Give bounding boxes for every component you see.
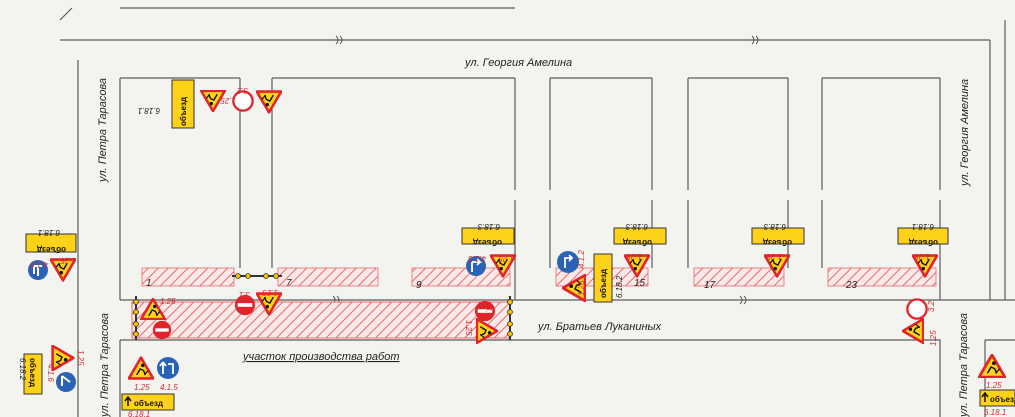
sign-code: 6.18.3 <box>477 222 500 231</box>
building-number: 7 <box>286 278 292 289</box>
sign-group-top-left: объезд 6.18.1 1.25 3.2 <box>138 79 282 129</box>
direction-sign-icon <box>56 372 76 392</box>
detour-sign <box>171 79 195 129</box>
sign-group-building-15: 4.1.2 1.25 объезд 6.18.2 объезд 6.18.3 1… <box>557 222 667 303</box>
sidewalk-zone-23 <box>827 267 937 287</box>
sign-group-building-9: объезд 6.18.3 4.1.3 1.25 <box>461 222 516 278</box>
sign-code: 1.25 <box>766 252 782 261</box>
sign-code: 4.1.6 <box>30 260 48 269</box>
sign-code: 6.18.1 <box>38 228 60 237</box>
sign-code: 6.18.1 <box>138 106 160 115</box>
sign-code: 4.1.2 <box>577 250 586 268</box>
building-number: 15 <box>634 278 646 289</box>
detour-sign <box>593 253 613 303</box>
sign-code: 1.25 <box>929 330 938 346</box>
sign-code: 6.18.3 <box>763 222 786 231</box>
sign-code: 6.18.2 <box>18 358 27 381</box>
sign-code: 4.1.5 <box>160 383 178 392</box>
sidewalk-zone-7 <box>277 267 379 287</box>
no-traffic-sign-icon <box>906 298 928 320</box>
sign-group-bottom-right: 1.25 объезд 6.18.1 <box>978 354 1015 417</box>
sign-code: 4.1.3 <box>468 254 486 263</box>
direction-sign-icon <box>157 357 179 379</box>
sign-code: 6.18.1 <box>912 222 934 231</box>
sign-code: 1.25 <box>160 297 176 306</box>
detour-sign <box>613 227 667 245</box>
sign-code: 6.18.1 <box>128 410 150 417</box>
building-number: 1 <box>146 278 152 289</box>
detour-sign-text: объезд <box>179 97 188 126</box>
barrier-lamps <box>133 273 513 337</box>
sign-group-bottom-left: 1.25 4.1.5 объезд 6.18.1 <box>121 356 179 417</box>
sign-code: 3.1 <box>484 306 493 317</box>
sign-code: 3.2 <box>927 300 936 312</box>
sign-code: 6.18.2 <box>615 275 624 298</box>
detour-sign-text: объезд <box>28 358 37 387</box>
detour-sign <box>25 233 77 253</box>
sign-code: 1.25 <box>914 252 930 261</box>
arrow-up-icon <box>124 395 132 406</box>
sign-group-zone-end: 3.1 1.25 <box>464 300 498 344</box>
direction-sign-icon <box>557 251 579 273</box>
sign-code: 1.25 <box>986 381 1002 390</box>
sign-group-zone-start: 1.25 3.1 1.25 <box>140 288 282 340</box>
sign-code: 4.1.6 <box>46 364 55 382</box>
no-entry-sign-icon <box>152 320 172 340</box>
sign-code: 1.25 <box>626 252 642 261</box>
sign-code: 1.25 <box>134 383 150 392</box>
sign-code: 1.25 <box>220 96 236 105</box>
detour-sign-text: объезд <box>909 238 938 247</box>
detour-sign-text: объезд <box>599 269 608 298</box>
sign-group-building-17: объезд 6.18.3 1.25 <box>751 222 805 278</box>
detour-sign-text: объезд <box>763 238 792 247</box>
sidewalk-zone-9 <box>411 267 511 287</box>
building-number: 17 <box>704 280 716 291</box>
detour-sign-text: объезд <box>623 238 652 247</box>
sign-code: 1.25 <box>464 320 473 336</box>
direction-sign-icon <box>466 256 486 276</box>
detour-sign <box>461 227 515 245</box>
sign-group-building-23: объезд 6.18.1 1.25 3.2 1.25 <box>897 222 949 346</box>
sign-code: 1.25 <box>76 350 85 366</box>
sign-code: 1.25 <box>577 280 586 296</box>
street-bratiev-lukaninykh: ул. Братьев Луканиных <box>537 321 662 333</box>
building-number: 23 <box>845 280 858 291</box>
sign-code: 1.25 <box>60 256 76 265</box>
detour-sign <box>23 353 43 395</box>
detour-sign <box>897 227 949 245</box>
building-number: 9 <box>416 280 422 291</box>
detour-sign-text: объезд <box>134 399 163 408</box>
work-zone-area <box>131 301 511 339</box>
street-petra-tarasova-left-top: ул. Петра Тарасова <box>97 78 109 183</box>
sign-code: 3.2 <box>236 86 248 95</box>
sign-code: 1.25 <box>262 288 278 297</box>
street-petra-tarasova-left-bottom: ул. Петра Тарасова <box>99 313 111 417</box>
sign-code: 1.25 <box>498 254 514 263</box>
detour-sign <box>979 389 1015 407</box>
detour-sign <box>751 227 805 245</box>
sidewalk-zone-17 <box>693 267 785 287</box>
detour-sign-text: объезд <box>473 238 502 247</box>
work-zone-label: участок производства работ <box>242 351 399 363</box>
street-petra-tarasova-right: ул. Петра Тарасова <box>958 313 970 417</box>
sign-group-left-lower: объезд 6.18.2 4.1.6 1.25 <box>18 345 85 395</box>
sign-code: 3.1 <box>239 290 250 299</box>
street-georgia-amelina-right: ул. Георгия Амелина <box>959 79 971 187</box>
detour-sign-text: объезд <box>37 245 66 254</box>
road-lines <box>59 7 1015 417</box>
sign-code: 6.18.3 <box>625 222 648 231</box>
sign-code: 6.18.1 <box>984 408 1006 417</box>
detour-sign-text: объезд <box>990 395 1015 404</box>
street-georgia-amelina-top: ул. Георгия Амелина <box>464 57 572 69</box>
detour-sign <box>121 393 175 411</box>
sign-group-left-upper: объезд 6.18.1 4.1.6 1.25 <box>25 228 77 282</box>
arrow-up-icon <box>981 391 989 402</box>
sidewalk-zone-1 <box>141 267 235 287</box>
